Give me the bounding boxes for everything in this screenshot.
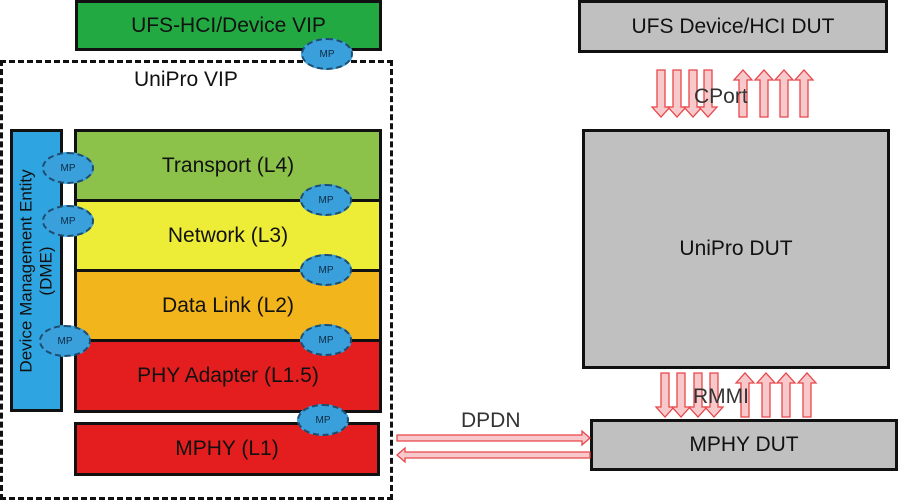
- cport-down-arrow-4: [697, 69, 719, 118]
- cport-up-arrow-2: [753, 69, 775, 118]
- rmmi-up-arrow-4: [796, 372, 818, 418]
- mphy-dut-label: MPHY DUT: [689, 433, 799, 456]
- mp-marker-datalink-phy-adapter: MP: [300, 324, 352, 356]
- rmmi-down-arrow-3: [687, 372, 709, 418]
- mphy-dut-box: MPHY DUT: [590, 419, 898, 471]
- rmmi-down-arrow-2: [670, 372, 692, 418]
- mp-marker-network-datalink: MP: [300, 254, 352, 286]
- rmmi-label: RMMI: [693, 385, 749, 408]
- layer-transport-label: Transport (L4): [161, 153, 295, 177]
- cport-down-arrow-1: [650, 69, 672, 118]
- ufs-device-hci-dut-box: UFS Device/HCI DUT: [578, 0, 888, 53]
- cport-up-arrow-3: [773, 69, 795, 118]
- rmmi-down-arrow-1: [654, 372, 676, 418]
- layer-network-label: Network (L3): [167, 223, 289, 247]
- mp-marker-dme-phy-adapter: MP: [39, 325, 91, 357]
- unipro-dut-box: UniPro DUT: [582, 129, 890, 369]
- rmmi-up-arrow-3: [775, 372, 797, 418]
- cport-down-arrow-2: [666, 69, 688, 118]
- rmmi-up-arrow-1: [734, 372, 756, 418]
- ufs-hci-device-vip-label: UFS-HCI/Device VIP: [131, 13, 326, 37]
- dpdn-right-arrow: [396, 429, 591, 447]
- cport-down-arrow-3: [682, 69, 704, 118]
- rmmi-down-arrow-4: [703, 372, 725, 418]
- mp-marker-vip: MP: [301, 38, 353, 70]
- cport-up-arrow-1: [732, 69, 754, 118]
- layer-data-link-label: Data Link (L2): [162, 293, 294, 317]
- unipro-vip-label: UniPro VIP: [134, 68, 238, 91]
- rmmi-up-arrow-2: [755, 372, 777, 418]
- ufs-hci-device-vip-box: UFS-HCI/Device VIP: [75, 0, 382, 51]
- cport-label: CPort: [694, 85, 748, 108]
- ufs-device-hci-dut-label: UFS Device/HCI DUT: [631, 14, 835, 38]
- dpdn-label: DPDN: [461, 409, 521, 432]
- mp-marker-mphy: MP: [297, 404, 349, 436]
- dpdn-left-arrow: [396, 446, 591, 464]
- mp-marker-dme-transport: MP: [42, 152, 94, 184]
- layer-mphy-label: MPHY (L1): [175, 437, 279, 460]
- cport-up-arrow-4: [793, 69, 815, 118]
- mp-marker-transport-network: MP: [300, 184, 352, 216]
- layer-phy-adapter-label: PHY Adapter (L1.5): [137, 364, 319, 387]
- unipro-dut-label: UniPro DUT: [679, 237, 793, 260]
- mp-marker-dme-network: MP: [42, 205, 94, 237]
